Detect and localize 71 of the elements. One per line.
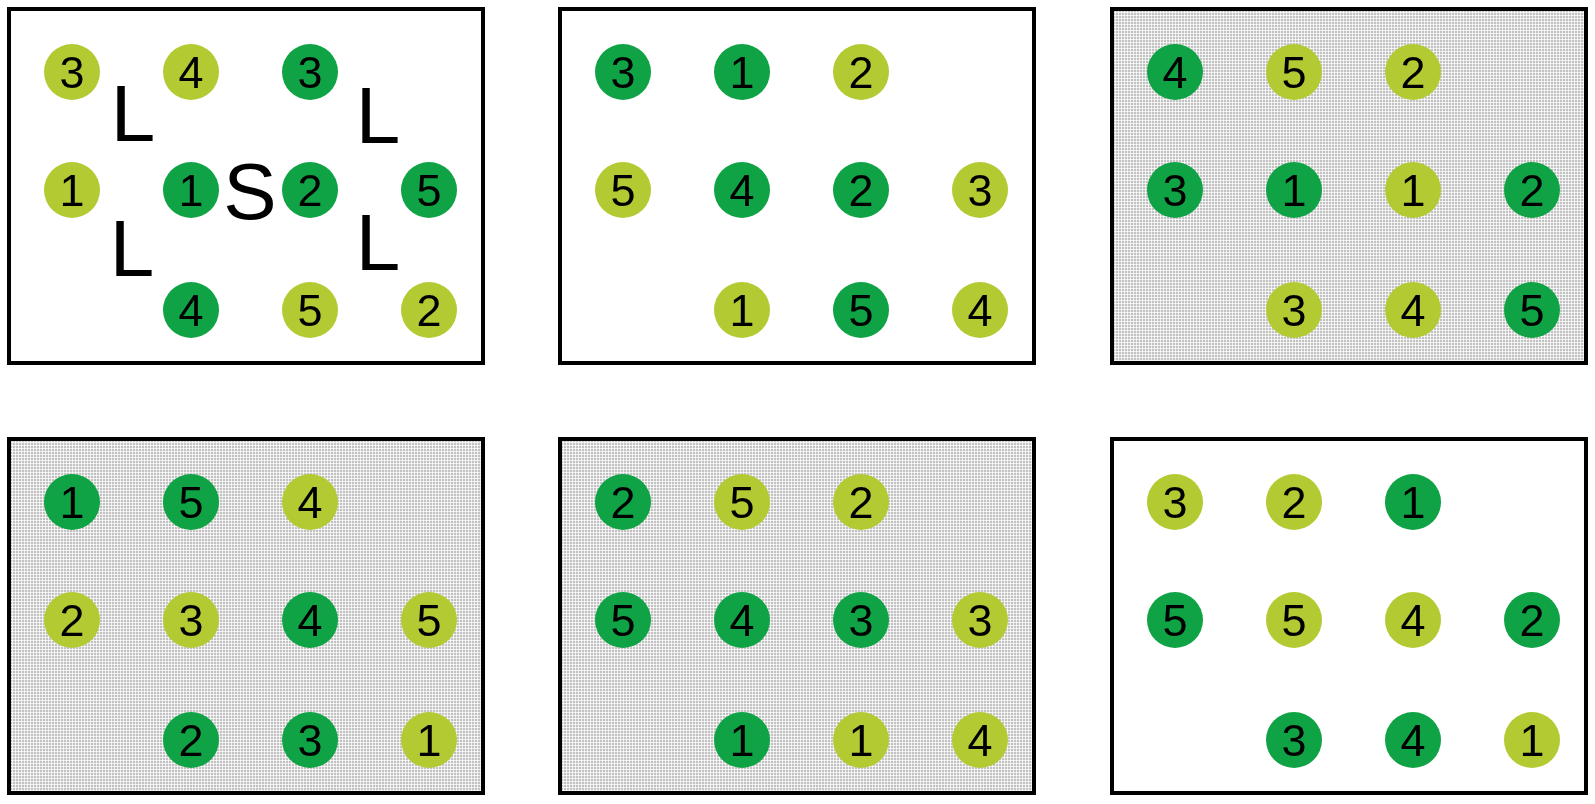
numbered-circle: 3 (952, 162, 1008, 218)
numbered-circle: 2 (1385, 44, 1441, 100)
panel (558, 7, 1036, 365)
numbered-circle: 1 (1385, 162, 1441, 218)
numbered-circle: 5 (1266, 592, 1322, 648)
numbered-circle: 1 (1504, 712, 1560, 768)
panel (1110, 437, 1588, 795)
numbered-circle: 5 (595, 592, 651, 648)
numbered-circle: 5 (401, 592, 457, 648)
numbered-circle: 4 (163, 282, 219, 338)
numbered-circle: 1 (44, 162, 100, 218)
numbered-circle: 3 (163, 592, 219, 648)
numbered-circle: 3 (1266, 712, 1322, 768)
numbered-circle: 1 (1385, 474, 1441, 530)
numbered-circle: 4 (952, 712, 1008, 768)
letter-label: L (355, 84, 401, 148)
numbered-circle: 1 (44, 474, 100, 530)
letter-label: L (109, 217, 155, 281)
numbered-circle: 4 (714, 592, 770, 648)
numbered-circle: 5 (1147, 592, 1203, 648)
numbered-circle: 2 (1266, 474, 1322, 530)
numbered-circle: 2 (163, 712, 219, 768)
numbered-circle: 3 (595, 44, 651, 100)
numbered-circle: 5 (833, 282, 889, 338)
numbered-circle: 1 (833, 712, 889, 768)
numbered-circle: 1 (714, 282, 770, 338)
numbered-circle: 2 (1504, 592, 1560, 648)
numbered-circle: 2 (595, 474, 651, 530)
numbered-circle: 3 (44, 44, 100, 100)
numbered-circle: 5 (595, 162, 651, 218)
numbered-circle: 2 (282, 162, 338, 218)
numbered-circle: 4 (1147, 44, 1203, 100)
letter-label: S (223, 160, 277, 224)
numbered-circle: 1 (1266, 162, 1322, 218)
numbered-circle: 5 (401, 162, 457, 218)
numbered-circle: 1 (163, 162, 219, 218)
numbered-circle: 4 (1385, 712, 1441, 768)
numbered-circle: 2 (833, 44, 889, 100)
numbered-circle: 2 (401, 282, 457, 338)
dotted-panel (7, 437, 485, 795)
numbered-circle: 4 (282, 592, 338, 648)
numbered-circle: 2 (833, 474, 889, 530)
numbered-circle: 3 (1147, 474, 1203, 530)
numbered-circle: 4 (714, 162, 770, 218)
numbered-circle: 5 (1504, 282, 1560, 338)
numbered-circle: 4 (1385, 592, 1441, 648)
numbered-circle: 4 (163, 44, 219, 100)
numbered-circle: 3 (833, 592, 889, 648)
numbered-circle: 4 (1385, 282, 1441, 338)
numbered-circle: 2 (833, 162, 889, 218)
numbered-circle: 3 (282, 712, 338, 768)
numbered-circle: 2 (1504, 162, 1560, 218)
numbered-circle: 3 (1266, 282, 1322, 338)
numbered-circle: 1 (401, 712, 457, 768)
letter-label: L (355, 211, 401, 275)
numbered-circle: 3 (1147, 162, 1203, 218)
dotted-panel (1110, 7, 1588, 365)
numbered-circle: 3 (282, 44, 338, 100)
dotted-panel (558, 437, 1036, 795)
numbered-circle: 1 (714, 712, 770, 768)
numbered-circle: 4 (952, 282, 1008, 338)
numbered-circle: 2 (44, 592, 100, 648)
numbered-circle: 4 (282, 474, 338, 530)
panel (7, 7, 485, 365)
numbered-circle: 5 (282, 282, 338, 338)
letter-label: L (110, 82, 156, 146)
numbered-circle: 5 (714, 474, 770, 530)
numbered-circle: 1 (714, 44, 770, 100)
numbered-circle: 3 (952, 592, 1008, 648)
numbered-circle: 5 (163, 474, 219, 530)
numbered-circle: 5 (1266, 44, 1322, 100)
